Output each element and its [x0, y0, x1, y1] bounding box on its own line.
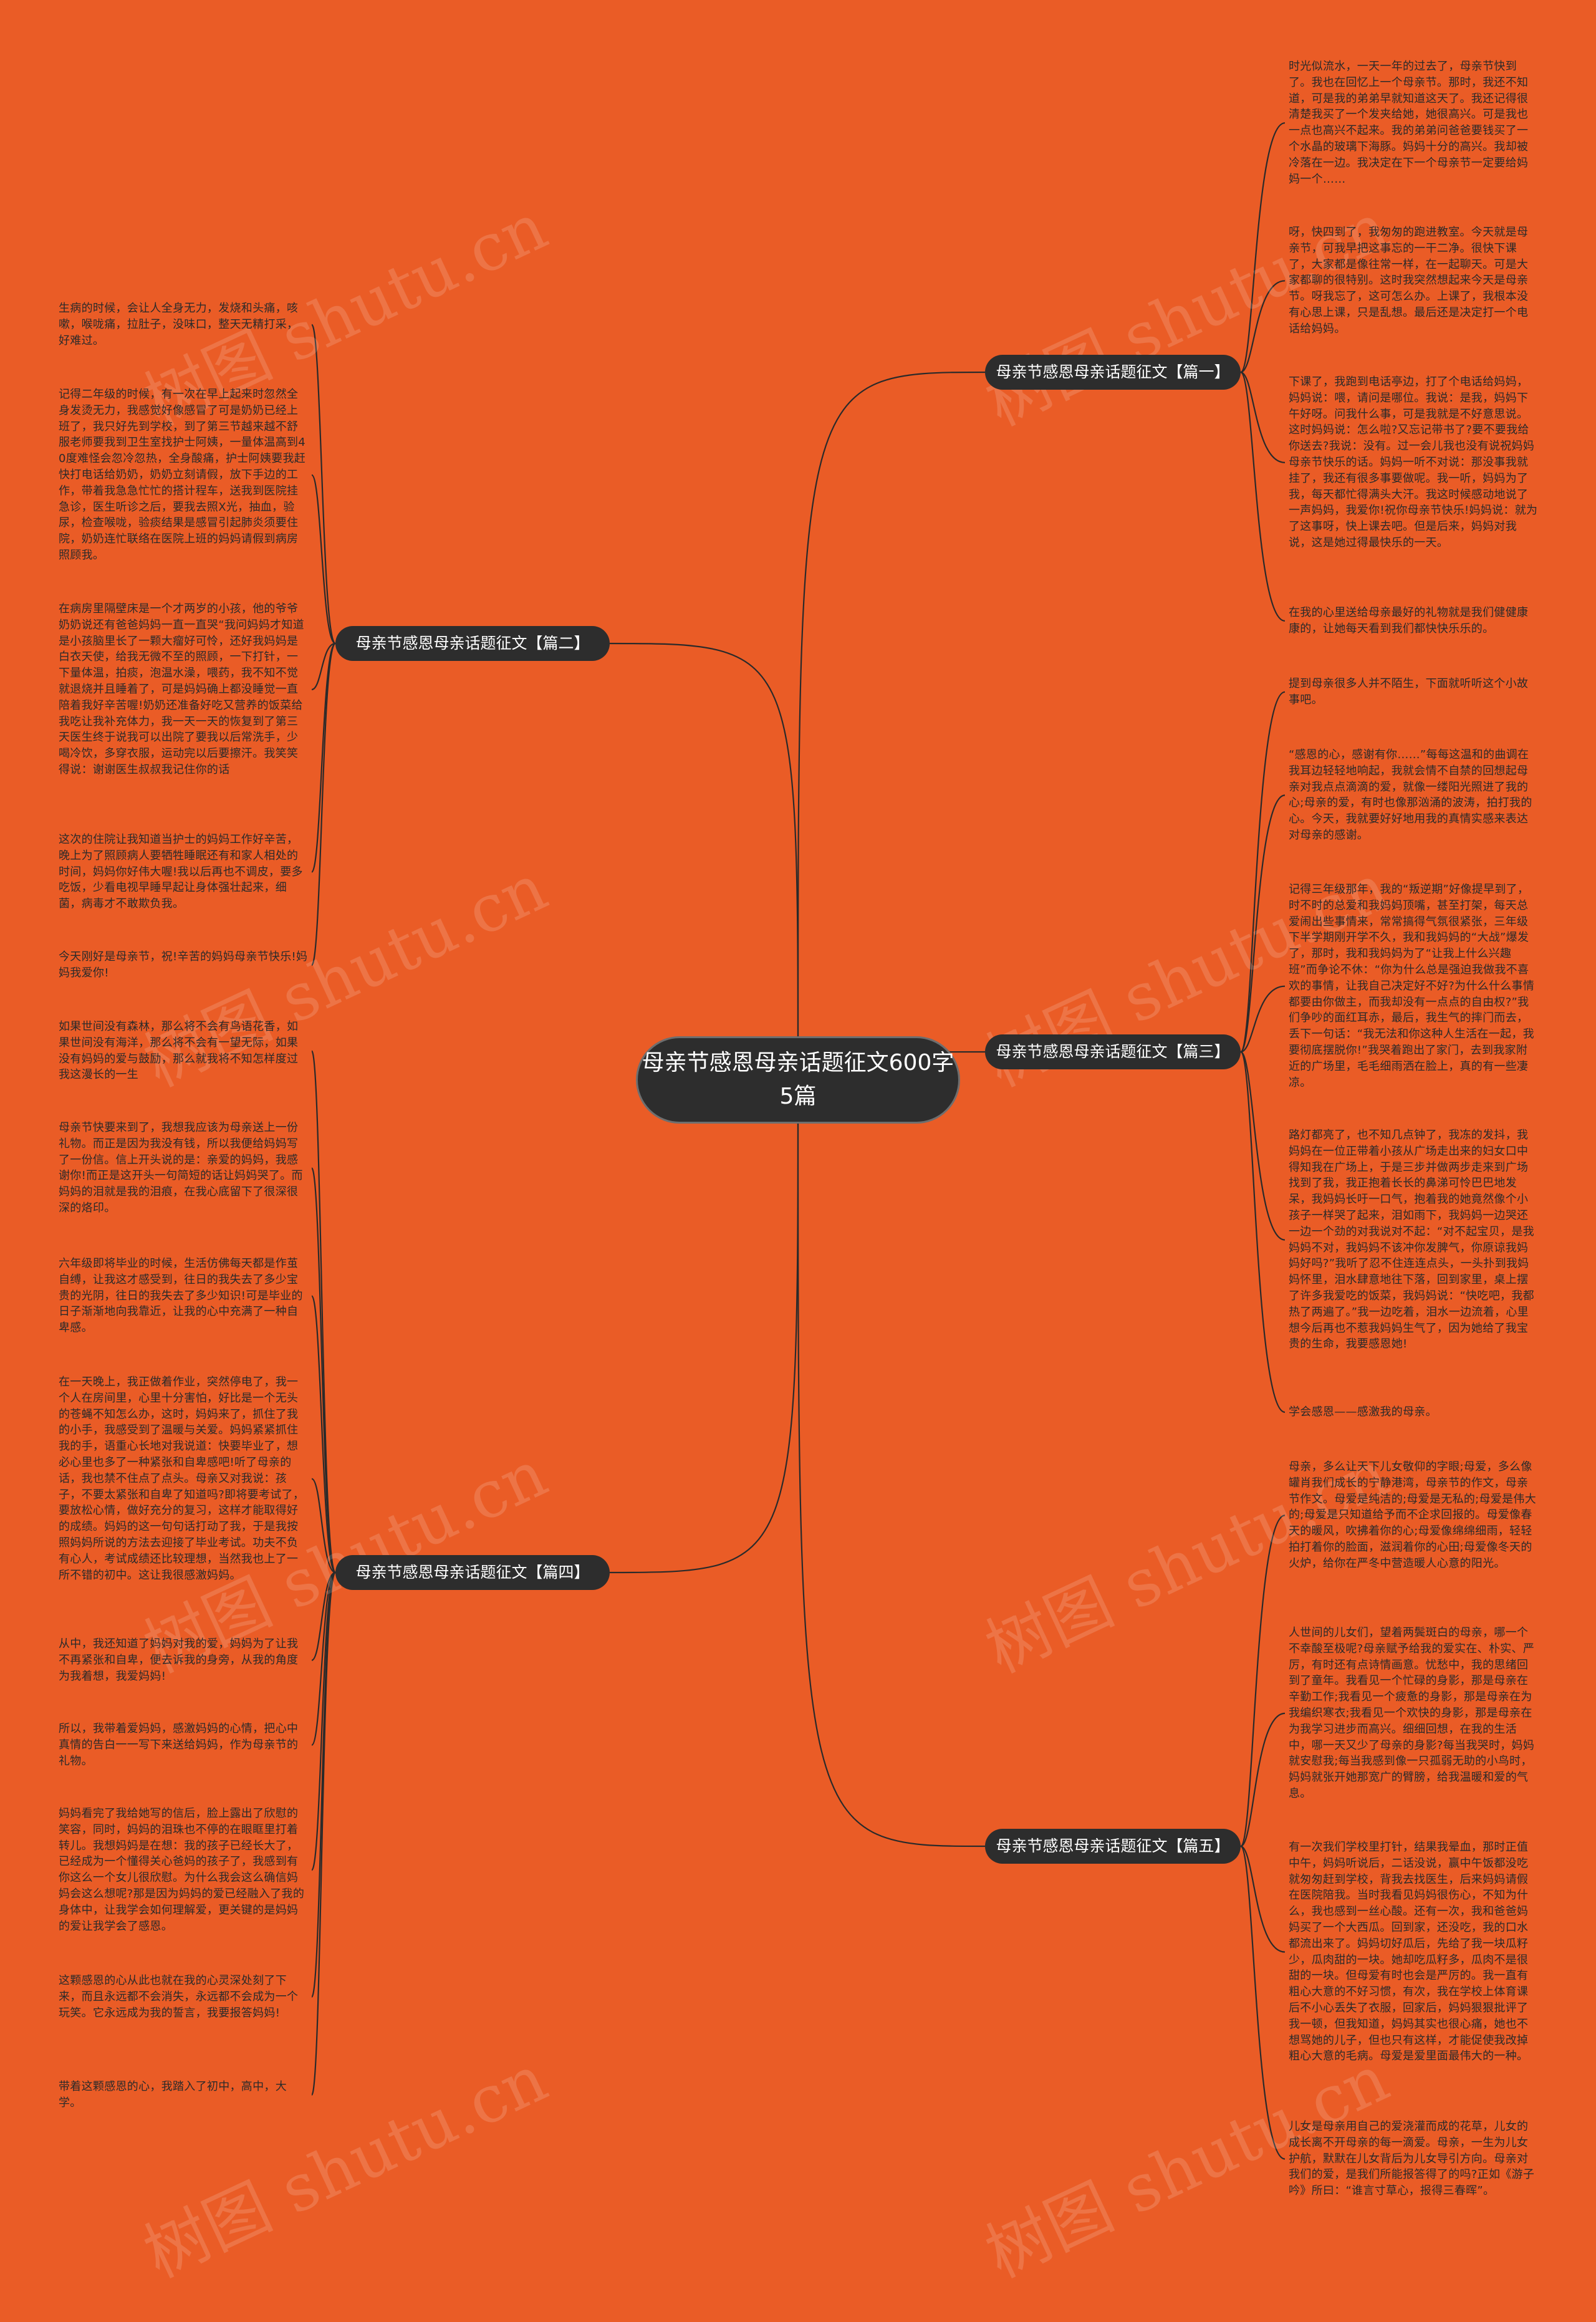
leaf-text: 记得二年级的时候，有一次在早上起来时忽然全身发烫无力，我感觉好像感冒了可是奶奶已… — [59, 388, 306, 562]
leaf-text: 如果世间没有森林，那么将不会有鸟语花香，如果世间没有海洋，那么将不会有一望无际，… — [59, 1020, 299, 1082]
branch-leaf-edge — [310, 474, 336, 645]
leaf-text: 提到母亲很多人并不陌生，下面就听听这个小故事吧。 — [1289, 677, 1529, 706]
branch-leaf-edge — [1239, 794, 1286, 1053]
leaf-text: 从中，我还知道了妈妈对我的爱，妈妈为了让我不再紧张和自卑，便去诉我的身旁，从我的… — [59, 1637, 299, 1683]
leaf-text: 妈妈看完了我给她写的信后，脸上露出了欣慰的笑容，同时，妈妈的泪珠也不停的在眼眶里… — [59, 1807, 305, 1933]
branch-node-4[interactable]: 母亲节感恩母亲话题征文【篇四】 — [335, 1555, 610, 1590]
branch-leaf-edge — [1239, 691, 1286, 1053]
branch-leaf-edge — [310, 1571, 337, 1871]
branch-leaf-edge — [1240, 371, 1286, 463]
leaf-text: 生病的时候，会让人全身无力，发烧和头痛，咳嗽，喉咙痛，拉肚子，没味口，整天无精打… — [59, 302, 299, 347]
branch-leaf-edge — [1239, 1515, 1286, 1847]
leaf-text: 在我的心里送给母亲最好的礼物就是我们健健康康的，让她每天看到我们都快快乐乐的。 — [1289, 606, 1529, 635]
branch-leaf-edge — [310, 1167, 337, 1574]
leaf-text: 路灯都亮了，也不知几点钟了，我冻的发抖，我妈妈在一位正带着小孩从广场走出来的妇女… — [1289, 1129, 1534, 1351]
leaf-text: 今天刚好是母亲节，祝!辛苦的妈妈母亲节快乐!妈妈我爱你! — [59, 950, 308, 980]
leaf-text: 在病房里隔壁床是一个才两岁的小孩，他的爷爷奶奶说还有爸爸妈妈一直一直哭“我问妈妈… — [59, 602, 304, 776]
branch-leaf-edge — [1240, 280, 1286, 373]
leaf-text: 母亲，多么让天下儿女敬仰的字眼;母爱，多么像罐肖我们成长的宁静港湾，母亲节的作文… — [1289, 1460, 1537, 1570]
branch-leaf-edge — [1240, 1051, 1286, 1241]
branch-leaf-edge — [311, 1478, 336, 1574]
root-branch-edge — [609, 642, 799, 1081]
branch-leaf-edge — [310, 1295, 337, 1574]
branch-leaf-edge — [310, 1571, 336, 1746]
leaf-text: 时光似流水，一天一年的过去了，母亲节快到了。我也在回忆上一个母亲节。那时，我还不… — [1289, 60, 1529, 186]
branch-leaf-edge — [310, 1571, 337, 2096]
branch-leaf-edge — [1239, 122, 1286, 373]
branch-leaf-edge — [310, 1050, 337, 1574]
leaf-text: 所以，我带着爱妈妈，感激妈妈的心情，把心中真情的告白一一写下来送给妈妈，作为母亲… — [59, 1722, 299, 1768]
branch-node-3[interactable]: 母亲节感恩母亲话题征文【篇三】 — [985, 1034, 1241, 1069]
branch-node-1[interactable]: 母亲节感恩母亲话题征文【篇一】 — [985, 355, 1241, 390]
leaf-text: 学会感恩——感激我的母亲。 — [1289, 1405, 1437, 1419]
root-node[interactable]: 母亲节感恩母亲话题征文600字5篇 — [636, 1036, 960, 1124]
root-branch-edge — [797, 1079, 986, 1847]
branch-leaf-edge — [311, 1571, 336, 1661]
leaf-text: 儿女是母亲用自己的爱浇灌而成的花草，儿女的成长离不开母亲的每一滴爱。母亲，一生为… — [1289, 2120, 1535, 2198]
leaf-text: 呀，快四到了，我匆匆的跑进教室。今天就是母亲节，可我早把这事忘的一干二净。很快下… — [1289, 226, 1529, 335]
leaf-text: 下课了，我跑到电话亭边，打了个电话给妈妈，妈妈说：喂，请问是哪位。我说：是我，妈… — [1289, 375, 1538, 549]
leaf-text: 母亲节快要来到了，我想我应该为母亲送上一份礼物。而正是因为我没有钱，所以我便给妈… — [59, 1121, 303, 1215]
branch-node-2[interactable]: 母亲节感恩母亲话题征文【篇二】 — [335, 626, 610, 661]
leaf-text: 有一次我们学校里打针，结果我晕血，那时正值中午，妈妈听说后，二话没说，赢中午饭都… — [1289, 1841, 1529, 2063]
branch-leaf-edge — [310, 642, 337, 873]
leaf-text: 记得三年级那年，我的“叛逆期”好像提早到了，时不时的总爱和我妈妈顶嘴，甚至打架，… — [1289, 883, 1535, 1089]
leaf-text: 带着这颗感恩的心，我踏入了初中，高中，大学。 — [59, 2080, 287, 2109]
branch-leaf-edge — [1240, 1845, 1286, 1953]
leaf-text: 人世间的儿女们，望着两鬓斑白的母亲，哪一个不幸酸至极呢?母亲赋予给我的爱实在、朴… — [1289, 1626, 1535, 1800]
leaf-text: 这颗感恩的心从此也就在我的心灵深处刻了下来，而且永远都不会消失，永远都不会成为一… — [59, 1974, 299, 2020]
root-branch-edge — [797, 371, 986, 1081]
leaf-text: 在一天晚上，我正做着作业，突然停电了，我一个人在房间里，心里十分害怕，好比是一个… — [59, 1375, 305, 1582]
branch-leaf-edge — [311, 642, 336, 690]
branch-node-5[interactable]: 母亲节感恩母亲话题征文【篇五】 — [985, 1829, 1241, 1864]
leaf-text: “感恩的心，感谢有你……”每每这温和的曲调在我耳边轻轻地响起，我就会情不自禁的回… — [1289, 748, 1532, 842]
branch-leaf-edge — [310, 324, 337, 645]
root-branch-edge — [609, 1079, 799, 1574]
root-title: 母亲节感恩母亲话题征文600字5篇 — [642, 1050, 954, 1109]
branch-leaf-edge — [1240, 1712, 1286, 1847]
branch-leaf-edge — [1239, 1051, 1286, 1413]
branch-leaf-edge — [1239, 371, 1286, 622]
branch-leaf-edge — [1239, 1845, 1286, 2160]
branch-leaf-edge — [1240, 985, 1286, 1053]
branch-leaf-edge — [310, 642, 337, 966]
leaf-text: 这次的住院让我知道当护士的妈妈工作好辛苦，晚上为了照顾病人要牺牲睡眠还有和家人相… — [59, 833, 303, 911]
leaf-text: 六年级即将毕业的时候，生活仿佛每天都是作茧自缚，让我这才感受到，往日的我失去了多… — [59, 1257, 303, 1335]
